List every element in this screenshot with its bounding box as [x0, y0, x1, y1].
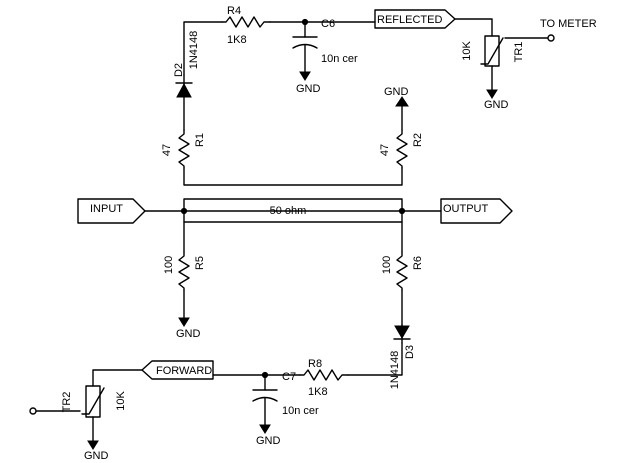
gnd-c7-symbol [259, 424, 271, 434]
resistor-r6-ref: R6 [412, 256, 424, 270]
capacitor-c7: C7 10n cer [252, 371, 319, 417]
wire-d2-r4 [183, 21, 223, 76]
capacitor-c7-value: 10n cer [282, 405, 319, 417]
capacitor-c6-value: 10n cer [321, 53, 358, 65]
diode-d2-triangle [176, 82, 192, 98]
trimmer-tr1-arrow [480, 37, 504, 65]
resistor-r8-symbol [299, 369, 349, 381]
resistor-r1: 47 R1 [161, 129, 206, 169]
wire-forward-tr2 [92, 369, 143, 387]
gnd-tr1-label: GND [484, 99, 509, 111]
resistor-r2-value: 47 [379, 144, 391, 156]
transmission-line: 50 ohm [180, 198, 406, 223]
wires [35, 18, 549, 442]
capacitor-c6: C6 10n cer [292, 18, 358, 65]
resistor-r1-ref: R1 [194, 133, 206, 147]
wire-reflected-tr1 [454, 18, 493, 37]
gnd-tr1-symbol [486, 89, 498, 99]
junction-dot-c6 [301, 18, 309, 26]
resistor-r5-value: 100 [163, 256, 175, 274]
resistor-r4-ref: R4 [227, 5, 241, 17]
resistor-r2-symbol [396, 129, 408, 169]
resistor-r5-ref: R5 [194, 256, 206, 270]
resistor-r6-symbol [396, 251, 408, 291]
to-meter-label: TO METER [540, 18, 597, 30]
resistor-r1-symbol [178, 129, 190, 169]
resistor-r8-ref: R8 [308, 358, 322, 370]
resistor-r6-value: 100 [381, 256, 393, 274]
gnd-r2-symbol [395, 96, 409, 107]
capacitor-c6-plate-bottom [292, 43, 318, 49]
resistor-r8-value: 1K8 [308, 386, 328, 398]
port-output: OUTPUT [440, 198, 513, 224]
trimmer-tr2-terminal [29, 407, 37, 415]
resistor-r4: R4 1K8 [221, 5, 271, 46]
gnd-c7-label: GND [256, 435, 281, 447]
port-reflected-shape [374, 9, 456, 29]
diode-d2-ref: D2 [173, 63, 185, 77]
diode-d3-value: 1N4148 [389, 351, 401, 390]
trimmer-tr1: 10K TR1 TO METER [461, 18, 597, 67]
resistor-r2-ref: R2 [412, 133, 424, 147]
line-value-label: 50 ohm [270, 205, 307, 217]
resistor-r5-symbol [178, 251, 190, 291]
resistor-r8: R8 1K8 [299, 358, 349, 398]
trimmer-tr2-value: 10K [115, 391, 127, 411]
gnd-c7: GND [256, 424, 281, 447]
trimmer-tr2-ref: TR2 [61, 392, 73, 413]
port-forward-label: FORWARD [156, 365, 212, 377]
junction-dot-c7 [261, 371, 269, 379]
junction-dot-right [398, 207, 406, 215]
wire-r1-r2-bottom [183, 167, 403, 186]
diode-d3-triangle [394, 325, 410, 339]
trimmer-tr2-body [85, 385, 101, 418]
trimmer-tr2-arrow [81, 387, 105, 415]
port-forward-shape [141, 360, 214, 380]
port-input: INPUT [77, 198, 146, 224]
port-input-label: INPUT [90, 203, 123, 215]
resistor-r4-value: 1K8 [227, 34, 247, 46]
resistor-r2: 47 R2 [379, 129, 424, 169]
gnd-r2: GND [384, 86, 409, 107]
gnd-tr1: GND [484, 89, 509, 111]
gnd-r5: GND [176, 317, 201, 340]
resistor-r1-value: 47 [161, 144, 173, 156]
gnd-r5-label: GND [176, 328, 201, 340]
wire-d3-r8 [347, 342, 403, 376]
capacitor-c6-ref: C6 [321, 18, 335, 30]
trimmer-tr1-ref: TR1 [513, 42, 525, 63]
trimmer-tr1-terminal [547, 34, 555, 42]
trimmer-tr2: TR2 10K [29, 385, 127, 418]
gnd-tr2-symbol [87, 440, 99, 450]
diode-d2-value: 1N4148 [188, 31, 200, 70]
gnd-r2-label: GND [384, 86, 409, 98]
gnd-c6-symbol [299, 71, 311, 81]
port-reflected-label: REFLECTED [377, 14, 442, 26]
capacitor-c7-ref: C7 [282, 371, 296, 383]
gnd-tr2: GND [84, 440, 109, 462]
port-output-label: OUTPUT [443, 203, 489, 215]
diode-d3: 1N4148 D3 [389, 324, 416, 390]
diode-d3-ref: D3 [404, 345, 416, 359]
capacitor-c7-plate-bottom [252, 396, 278, 402]
diode-d2: D2 1N4148 [173, 31, 200, 98]
resistor-r6: 100 R6 [381, 251, 424, 291]
port-output-shape [440, 198, 513, 224]
gnd-c6-label: GND [296, 83, 321, 95]
junction-dot-left [180, 207, 188, 215]
port-forward: FORWARD [141, 360, 214, 380]
gnd-c6: GND [296, 71, 321, 95]
resistor-r4-symbol [221, 16, 271, 28]
port-input-shape [77, 198, 146, 224]
trimmer-tr1-body [484, 35, 500, 67]
trimmer-tr1-value: 10K [461, 41, 473, 61]
gnd-r5-symbol [178, 317, 190, 327]
port-reflected: REFLECTED [374, 9, 456, 29]
resistor-r5: 100 R5 [163, 251, 206, 291]
gnd-tr2-label: GND [84, 450, 109, 462]
